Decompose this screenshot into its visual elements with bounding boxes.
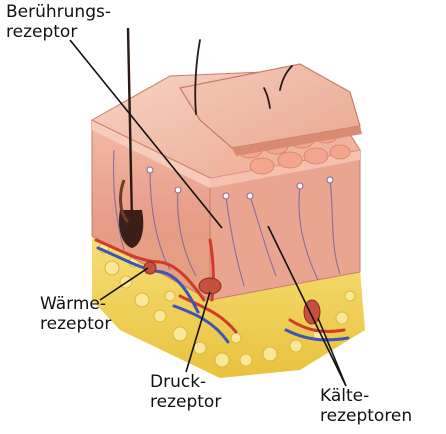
pressure-receptor-label-line2: rezeptor — [150, 392, 221, 412]
warmth-receptor-label: Wärme- rezeptor — [40, 294, 111, 334]
warmth-receptor-label-line1: Wärme- — [40, 294, 111, 314]
cold-receptors-label-line1: Kälte- — [320, 386, 412, 406]
touch-receptor-label: Berührungs- rezeptor — [6, 2, 111, 42]
touch-receptor-label-line1: Berührungs- — [6, 2, 111, 22]
touch-receptor-label-line2: rezeptor — [6, 22, 111, 42]
warmth-receptor-endings — [144, 262, 156, 274]
cold-receptors-label: Kälte- rezeptoren — [320, 386, 412, 426]
pressure-receptor-label: Druck- rezeptor — [150, 372, 221, 412]
pressure-receptor-corpuscle — [199, 278, 221, 294]
warmth-receptor-label-line2: rezeptor — [40, 314, 111, 334]
cold-receptors-label-line2: rezeptoren — [320, 406, 412, 426]
pressure-receptor-label-line1: Druck- — [150, 372, 221, 392]
